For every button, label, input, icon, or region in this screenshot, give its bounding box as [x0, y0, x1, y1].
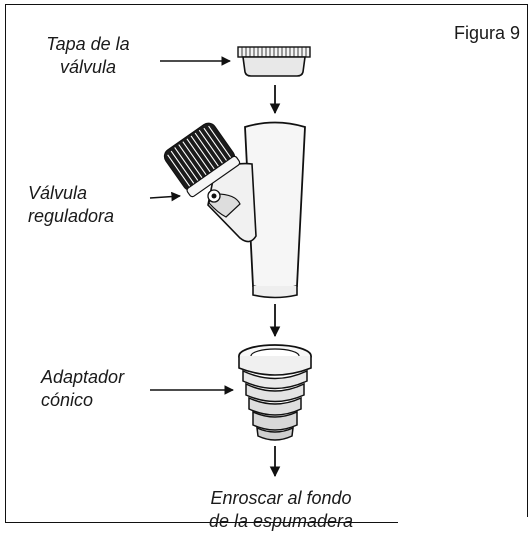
- conical-adapter-icon: [238, 344, 312, 441]
- valve-cap-label-line-1: Tapa de la: [46, 34, 130, 54]
- regulating-valve-label-line-1: Válvula: [28, 183, 88, 203]
- instruction-label-line-1: Enroscar al fondo: [210, 488, 352, 508]
- arrow-to-valve: [149, 191, 181, 202]
- conical-adapter-label: Adaptador cónico: [41, 366, 181, 412]
- valve-cap-icon: [237, 46, 311, 77]
- conical-adapter-label-line-1: Adaptador: [41, 367, 125, 387]
- instruction-label-line-2: de la espumadera: [208, 511, 354, 531]
- figure-title: Figura 9: [454, 23, 521, 43]
- valve-cap-label-line-2: válvula: [59, 57, 117, 77]
- regulating-valve-label: Válvula reguladora: [28, 182, 168, 228]
- regulating-valve-icon: [163, 121, 306, 299]
- regulating-valve-label-line-2: reguladora: [28, 206, 115, 226]
- figure-border: [5, 4, 528, 523]
- conical-adapter-label-line-2: cónico: [41, 390, 94, 410]
- valve-cap-label: Tapa de la válvula: [24, 33, 152, 79]
- bottom-border-gap: [398, 517, 530, 527]
- instruction-label: Enroscar al fondo de la espumadera: [176, 487, 386, 533]
